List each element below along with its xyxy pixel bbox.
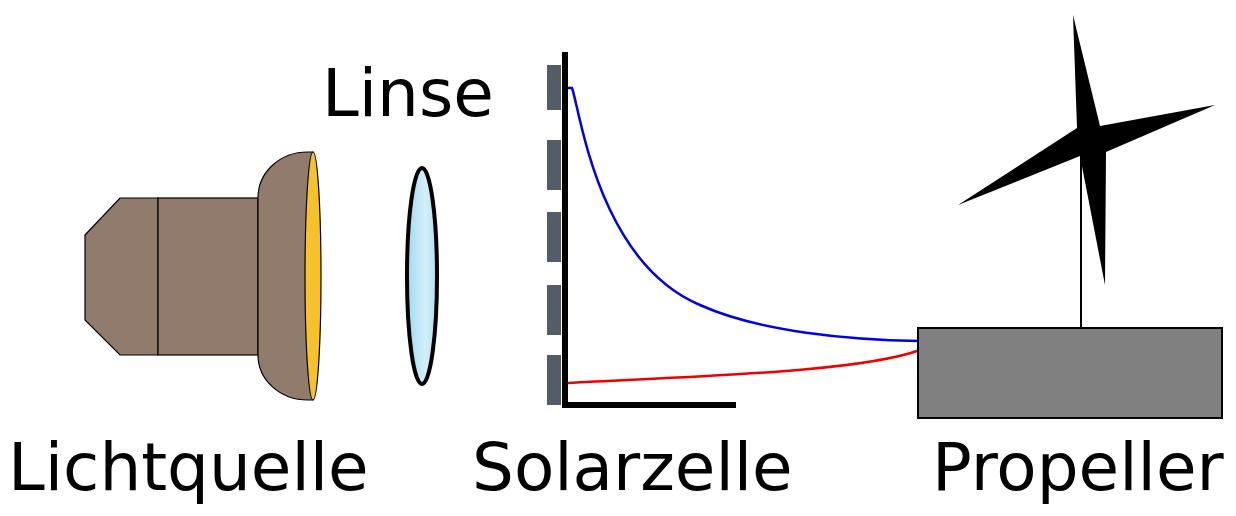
cell-frame bbox=[562, 52, 568, 408]
lens bbox=[407, 168, 437, 384]
part-label: Lichtquelle bbox=[8, 430, 369, 506]
part-label: Linse bbox=[322, 56, 494, 132]
lamp-back bbox=[85, 198, 158, 355]
lamp bbox=[85, 152, 321, 400]
cell-segment bbox=[547, 355, 561, 405]
wire-red bbox=[568, 350, 920, 383]
cell-segment bbox=[547, 140, 561, 190]
part-label: Solarzelle bbox=[472, 430, 793, 506]
propeller-hub bbox=[1078, 128, 1102, 152]
motor-box bbox=[918, 328, 1222, 418]
propeller-blades bbox=[958, 15, 1215, 285]
part-label: Propeller bbox=[932, 430, 1224, 506]
cell-segment bbox=[547, 285, 561, 335]
wire-blue bbox=[568, 88, 920, 341]
cell-stand bbox=[562, 402, 736, 408]
cell-segment bbox=[547, 65, 561, 110]
lamp-body bbox=[158, 198, 258, 355]
shaft bbox=[1080, 140, 1082, 328]
cell-segment bbox=[547, 212, 561, 262]
lamp-face bbox=[305, 152, 321, 400]
